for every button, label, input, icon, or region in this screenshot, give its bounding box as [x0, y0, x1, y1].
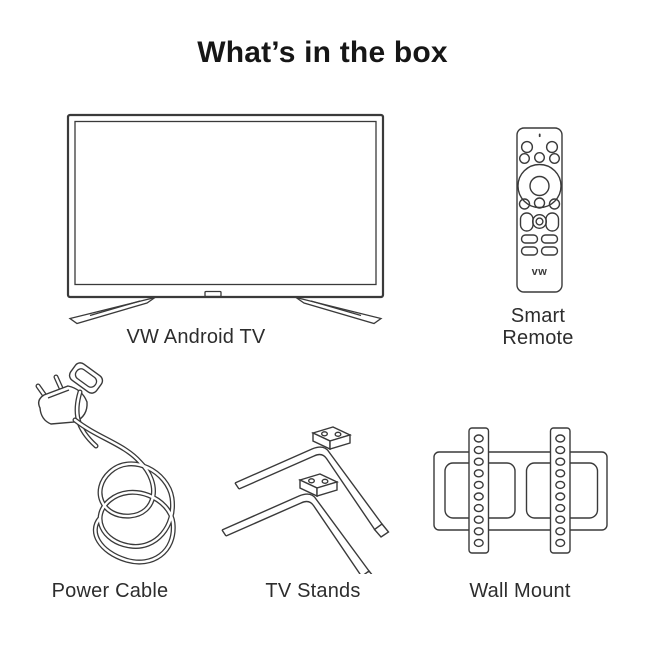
remote-button — [534, 152, 546, 164]
remote-app-button — [520, 246, 539, 256]
label-wall-mount: Wall Mount — [469, 580, 571, 602]
tv-illustration — [66, 113, 385, 325]
label-remote: Smart Remote — [502, 305, 574, 349]
label-tv: VW Android TV — [126, 326, 266, 348]
remote-app-button — [540, 234, 559, 244]
mount-rail-right — [549, 427, 571, 554]
remote-ok-button — [529, 175, 550, 197]
tv-stand-front — [221, 473, 377, 574]
tv-logo-badge — [204, 290, 222, 298]
mount-rail-left — [468, 427, 490, 554]
remote-center-button-dot — [535, 217, 544, 226]
wall-mount-illustration — [433, 427, 608, 554]
power-cable-illustration — [35, 362, 176, 565]
remote-button — [545, 140, 559, 154]
remote-button — [520, 140, 534, 154]
remote-led — [538, 133, 541, 138]
tv-screen — [74, 120, 377, 286]
label-tv-stands: TV Stands — [265, 580, 361, 602]
page-title: What’s in the box — [197, 36, 448, 69]
label-power-cable: Power Cable — [51, 580, 169, 602]
remote-volume-rocker — [519, 212, 534, 232]
cable-coil — [72, 389, 176, 565]
remote-app-button — [520, 234, 539, 244]
remote-dpad-ring — [517, 163, 562, 209]
remote-brand-logo: vw — [532, 266, 548, 278]
remote-channel-rocker — [545, 212, 560, 232]
tv-stands-illustration — [221, 426, 390, 574]
remote-button — [518, 153, 531, 165]
smart-remote-illustration: vw — [516, 127, 563, 293]
tv-right-foot — [295, 296, 383, 325]
remote-body — [516, 127, 563, 293]
remote-app-button — [540, 246, 559, 256]
remote-center-button — [532, 213, 548, 229]
remote-button — [533, 197, 546, 209]
remote-button — [548, 198, 561, 210]
remote-button — [518, 198, 531, 210]
c7-connector — [68, 362, 104, 394]
tv-left-foot — [68, 296, 156, 325]
tv-frame — [66, 113, 385, 299]
mount-frame — [433, 451, 608, 531]
remote-button — [549, 153, 561, 165]
